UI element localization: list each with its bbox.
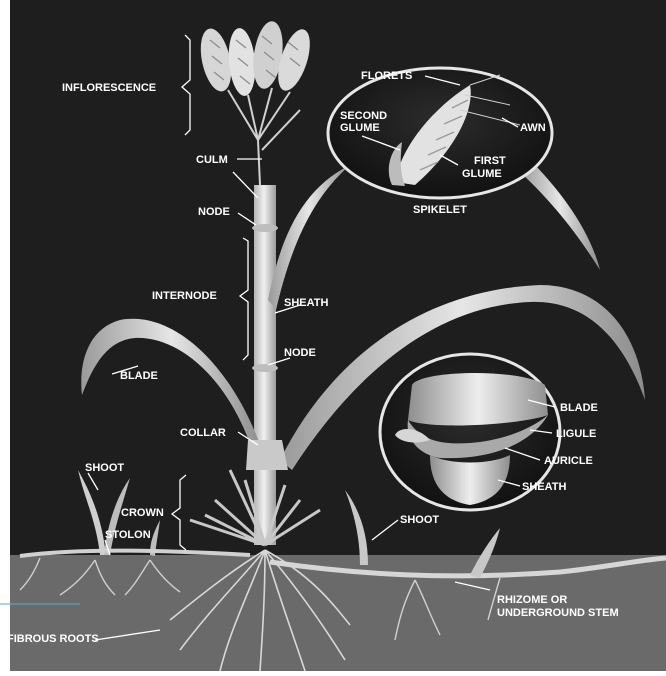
label-first-glume-line2: GLUME [462,168,502,180]
label-ligule: LIGULE [556,428,596,440]
label-internode: INTERNODE [152,290,217,302]
label-spikelet: SPIKELET [413,204,467,216]
label-florets: FLORETS [361,70,412,82]
label-fibrous-roots: FIBROUS ROOTS [7,633,99,645]
label-crown: CROWN [121,507,164,519]
label-second-glume-line1: SECOND [340,110,387,122]
label-inflorescence: INFLORESCENCE [62,82,156,94]
label-rhizome-line1: RHIZOME OR [497,594,567,606]
label-node-upper: NODE [198,206,230,218]
label-blade-left: BLADE [120,370,158,382]
label-sheath: SHEATH [284,297,328,309]
label-shoot-right: SHOOT [400,514,439,526]
culm-illustration [251,185,279,545]
label-awn: AWN [520,122,546,134]
label-collar: COLLAR [180,427,226,439]
label-stolon: STOLON [105,529,151,541]
label-culm: CULM [196,154,228,166]
label-shoot-left: SHOOT [85,462,124,474]
label-collar-sheath: SHEATH [522,481,566,493]
label-second-glume-line2: GLUME [340,122,380,134]
label-rhizome-line2: UNDERGROUND STEM [497,607,619,619]
label-auricle: AURICLE [544,455,593,467]
label-first-glume-line1: FIRST [474,155,506,167]
label-node-lower: NODE [284,347,316,359]
label-collar-blade: BLADE [560,402,598,414]
left-border [0,0,10,671]
